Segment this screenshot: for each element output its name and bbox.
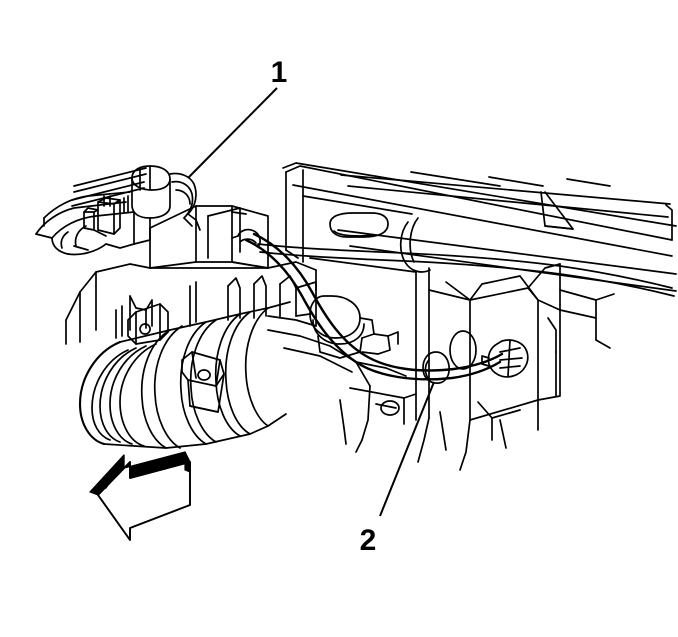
air-intake-duct [78, 301, 291, 449]
callout-2-label: 2 [360, 524, 377, 557]
sensor-valve-assembly [35, 165, 201, 256]
hose-end-fitting [481, 339, 529, 378]
body-firewall-panel [285, 169, 615, 471]
callout-2-leader [379, 381, 435, 517]
engine-cover-panel [65, 205, 417, 453]
callout-2: 2 [360, 381, 435, 557]
callout-1-label: 1 [271, 56, 288, 89]
direction-arrow [89, 451, 191, 541]
reservoir-cap [295, 295, 399, 359]
callout-1: 1 [187, 56, 288, 179]
routed-hose [231, 228, 675, 381]
callout-1-leader [187, 87, 278, 179]
